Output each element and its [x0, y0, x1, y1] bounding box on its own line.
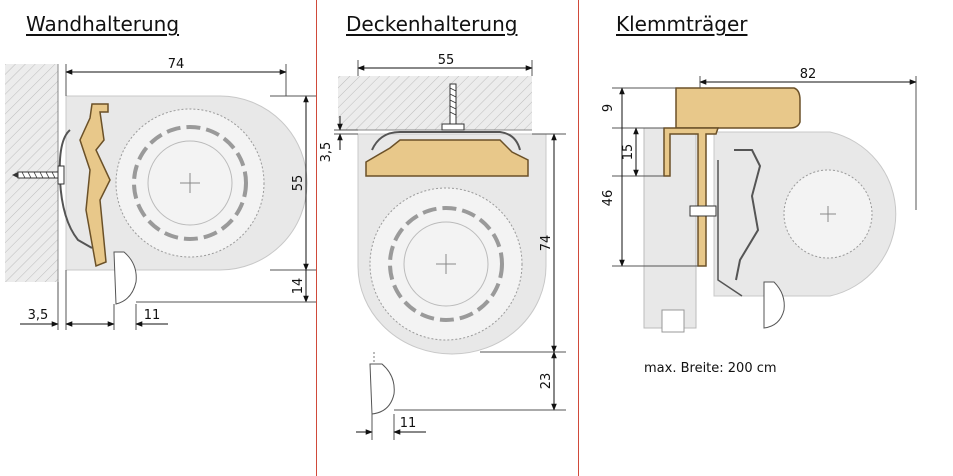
panel-title-wandhalterung: Wandhalterung: [26, 12, 180, 36]
ceiling: [338, 76, 532, 130]
dim-clamp-mid: 15: [621, 144, 636, 161]
bottom-bar: [113, 251, 137, 305]
dim-wall-width: 74: [168, 57, 185, 72]
max-width-note: max. Breite: 200 cm: [644, 361, 777, 376]
dim-wall-bar-offset: 11: [144, 308, 161, 323]
clamp-mount-drawing: 82 9 15 46: [601, 67, 917, 333]
clamp-bolt: [689, 205, 717, 217]
bottom-bar: [763, 281, 785, 329]
dim-ceiling-bar-height: 23: [539, 373, 554, 390]
dim-ceiling-width: 55: [438, 53, 455, 68]
ceiling-mount-drawing: 55 3,5 74 23 11: [319, 53, 566, 440]
panel-divider-1: [316, 0, 317, 476]
dim-wall-bottom: 14: [291, 278, 306, 295]
dim-wall-offset: 3,5: [28, 308, 49, 323]
panel-divider-2: [578, 0, 579, 476]
screw: [441, 83, 465, 131]
panel-title-klemmtraeger: Klemmträger: [616, 12, 748, 36]
dim-clamp-height: 46: [601, 190, 616, 207]
dim-ceiling-bar-offset: 11: [400, 416, 417, 431]
dim-clamp-top: 9: [601, 104, 616, 112]
wall-bracket: [79, 103, 111, 268]
clamp-beam: [675, 87, 801, 129]
dim-clamp-width: 82: [800, 67, 817, 82]
screw: [12, 165, 65, 185]
wall-mount-drawing: 74 55 14 3,5 11: [5, 57, 316, 330]
bottom-bar: [369, 363, 395, 415]
dim-wall-height: 55: [291, 175, 306, 192]
dim-ceiling-offset: 3,5: [319, 142, 334, 163]
dim-ceiling-height: 74: [539, 235, 554, 252]
ceiling-bracket: [365, 139, 529, 177]
panel-title-deckenhalterung: Deckenhalterung: [346, 12, 518, 36]
